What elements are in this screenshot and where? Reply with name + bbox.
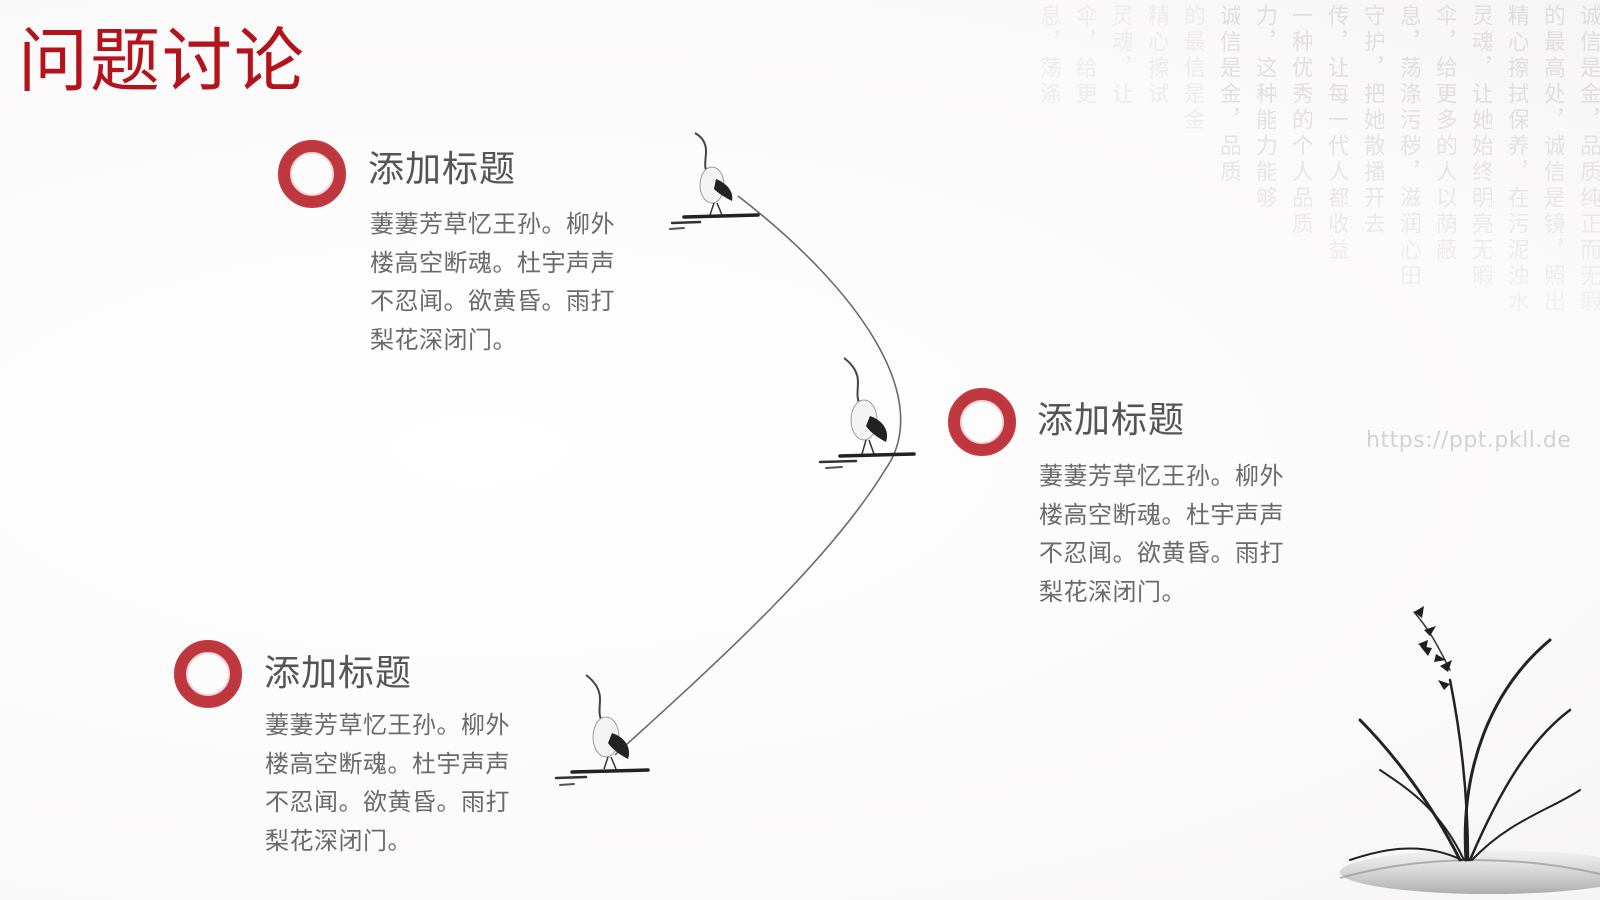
item-body-line: 梨花深闭门。: [1039, 577, 1186, 606]
poem-column: 力，这种能力能够: [1252, 4, 1276, 212]
ink-ring-icon: [278, 140, 346, 208]
item-body-line: 萋萋芳草忆王孙。柳外: [370, 210, 615, 238]
orchid-icon: [1339, 606, 1600, 894]
item-body-line: 不忍闻。欲黄昏。雨打: [370, 287, 615, 315]
crane-icon: [554, 674, 650, 786]
ink-ring-icon: [174, 640, 242, 708]
item-body-line: 梨花深闭门。: [265, 826, 412, 855]
watermark-url: https://ppt.pkll.de: [1366, 428, 1572, 453]
item-body: 萋萋芳草忆王孙。柳外 楼高空断魂。杜宇声声 不忍闻。欲黄昏。雨打 梨花深闭门。: [265, 706, 555, 860]
item-body-line: 不忍闻。欲黄昏。雨打: [1039, 539, 1284, 567]
item-title: 添加标题: [368, 149, 517, 190]
item-body-line: 楼高空断魂。杜宇声声: [265, 749, 510, 778]
poem-column: 守护，把她散播开去: [1360, 4, 1384, 238]
item-body-line: 梨花深闭门。: [370, 325, 517, 354]
item-body-line: 楼高空断魂。杜宇声声: [1039, 500, 1284, 529]
poem-column: 精心擦试: [1144, 4, 1168, 108]
poem-column: 伞，给更: [1072, 4, 1096, 108]
connector-curve: [614, 195, 902, 756]
poem-column: 灵魂，让: [1108, 4, 1132, 108]
poem-column: 灵魂，让她始终明亮无暇: [1468, 4, 1492, 290]
crane-icon: [669, 132, 760, 230]
poem-column: 的最信是金: [1180, 4, 1204, 134]
item-body: 萋萋芳草忆王孙。柳外 楼高空断魂。杜宇声声 不忍闻。欲黄昏。雨打 梨花深闭门。: [1039, 457, 1329, 611]
item-body: 萋萋芳草忆王孙。柳外 楼高空断魂。杜宇声声 不忍闻。欲黄昏。雨打 梨花深闭门。: [370, 205, 660, 359]
crane-icon: [818, 357, 916, 469]
poem-column: 诚信是金，品质纯正而无瑕: [1576, 4, 1600, 316]
page-title: 问题讨论: [18, 20, 306, 102]
item-body-line: 萋萋芳草忆王孙。柳外: [265, 711, 510, 739]
poem-column: 息，荡涤: [1036, 4, 1060, 108]
poem-column: 伞，给更多的人以荫蔽: [1432, 4, 1456, 264]
poem-column: 的最高处，诚信是镜，照出: [1540, 4, 1564, 316]
poem-column: 精心擦拭保养，在污泥浊水: [1504, 4, 1528, 316]
poem-column: 传，让每一代人都收益: [1324, 4, 1348, 264]
poem-column: 一种优秀的个人品质: [1288, 4, 1312, 238]
item-title: 添加标题: [264, 653, 413, 694]
poem-column: 息，荡涤污秽，滋润心田: [1396, 4, 1420, 290]
ink-ring-icon: [948, 388, 1016, 456]
background-poem: 诚信是金，品质纯正而无瑕 的最高处，诚信是镜，照出 精心擦拭保养，在污泥浊水 灵…: [940, 4, 1600, 424]
item-body-line: 不忍闻。欲黄昏。雨打: [265, 788, 510, 816]
item-body-line: 萋萋芳草忆王孙。柳外: [1039, 462, 1284, 490]
poem-column: 诚信是金，品质: [1216, 4, 1240, 186]
item-body-line: 楼高空断魂。杜宇声声: [370, 248, 615, 277]
item-title: 添加标题: [1037, 400, 1186, 441]
